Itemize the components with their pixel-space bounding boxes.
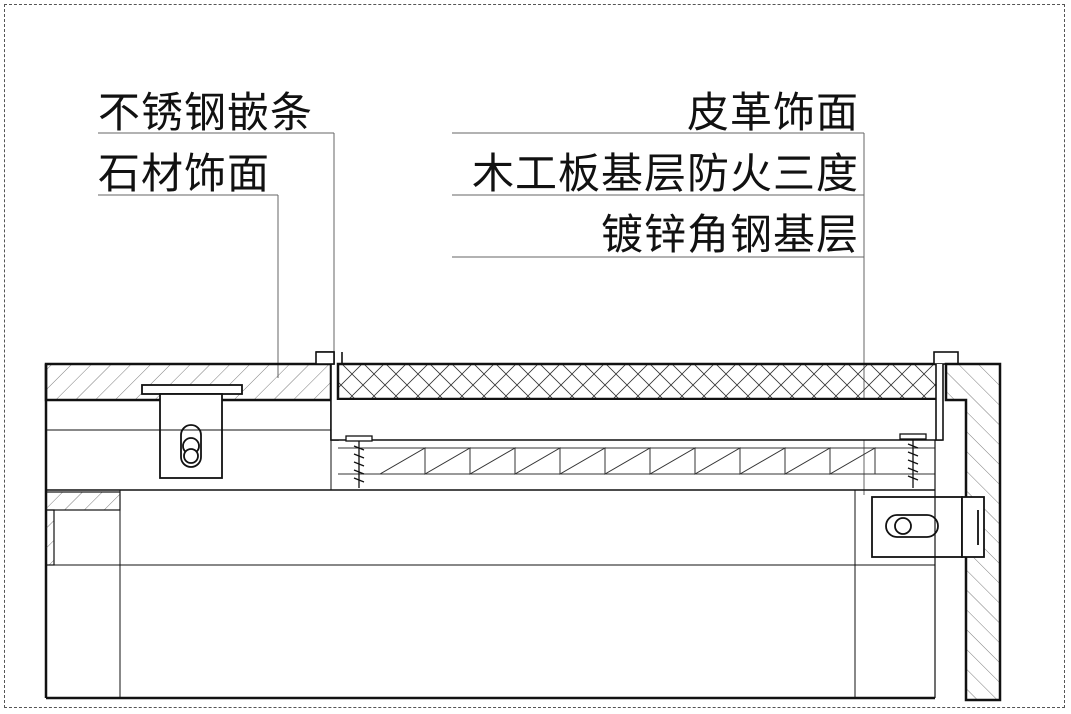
label-underlines: [98, 132, 864, 258]
frame-lines: [44, 364, 936, 700]
label-plywood-fireproof: 木工板基层防火三度: [471, 149, 859, 198]
sawtooth-substructure: [338, 447, 935, 475]
screw-left: [345, 435, 373, 488]
leather-panel: [336, 362, 944, 401]
inner-board: [330, 400, 943, 441]
label-galvanized-angle: 镀锌角钢基层: [600, 210, 859, 259]
bracket-left: [141, 384, 243, 479]
drawing-frame: [4, 4, 1065, 708]
label-stone-finish: 石材饰面: [98, 149, 271, 198]
label-stainless-steel-strip: 不锈钢嵌条: [98, 88, 314, 137]
label-leather-finish: 皮革饰面: [686, 88, 859, 137]
stainless-strip-right: [933, 351, 959, 441]
screw-right: [899, 433, 927, 488]
bracket-right: [871, 496, 985, 558]
stone-piece-left: [45, 491, 121, 566]
